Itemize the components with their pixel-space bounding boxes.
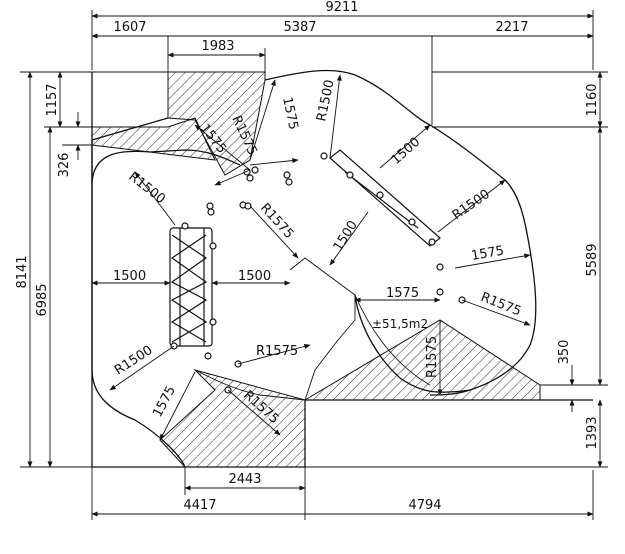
right-dimensions: 1160 5589 350 1393	[305, 71, 608, 468]
inner-boundary-lower-left	[194, 369, 306, 401]
dim-6985: 6985	[35, 283, 50, 316]
hatch-bottom-left	[159, 369, 306, 468]
dim-1983: 1983	[201, 39, 234, 54]
dim-326: 326	[57, 153, 72, 178]
label-r1500-right: R1500	[450, 187, 493, 223]
label-1500-mid: 1500	[331, 218, 361, 254]
label-1575-right: 1575	[470, 243, 505, 264]
bridge-structure	[320, 149, 441, 247]
dim-1157: 1157	[45, 83, 60, 116]
label-r1575-bottom: R1575	[256, 344, 298, 359]
dim-4417: 4417	[183, 498, 216, 513]
label-r1575-right: R1575	[479, 290, 524, 320]
dim-5589: 5589	[585, 243, 600, 276]
label-1575-top-right: 1575	[279, 96, 301, 131]
dim-4794: 4794	[408, 498, 441, 513]
label-r1575-vertical: R1575	[425, 336, 440, 378]
inner-boundary-right-arc	[354, 294, 431, 386]
safety-zone-outline	[91, 69, 537, 468]
label-r1500-bottom-left: R1500	[112, 343, 155, 379]
radius-lines	[91, 74, 531, 441]
bottom-dimensions: 2443 4417 4794	[91, 467, 594, 520]
label-1575-bottom-left: 1575	[150, 384, 179, 420]
label-1500-left: 1500	[113, 269, 146, 284]
label-r1500-top: R1500	[314, 79, 337, 123]
dim-total-width: 9211	[325, 0, 358, 15]
dim-350: 350	[557, 340, 572, 365]
hatch-bottom-right	[303, 319, 541, 401]
label-r1575-mid: R1575	[257, 201, 296, 242]
dim-1393: 1393	[585, 416, 600, 449]
label-r1500-left: R1500	[126, 169, 168, 207]
hatch-left-wedge	[91, 117, 216, 161]
dim-1160: 1160	[585, 83, 600, 116]
label-1500-center: 1500	[238, 269, 271, 284]
label-1500-top-right: 1500	[389, 135, 424, 168]
label-1575-center: 1575	[386, 286, 419, 301]
dim-2443: 2443	[228, 472, 261, 487]
dim-8141: 8141	[15, 255, 30, 288]
dim-5387: 5387	[283, 20, 316, 35]
dim-1607: 1607	[113, 20, 146, 35]
top-dimensions: 9211 1607 5387 2217 1983	[91, 0, 594, 125]
ladder-structure	[169, 222, 217, 350]
inner-boundary-center	[289, 257, 356, 401]
label-area: ±51,5m2	[372, 317, 428, 331]
dim-2217: 2217	[495, 20, 528, 35]
hatch-top-block	[167, 71, 266, 176]
left-dimensions: 8141 6985 1157 326	[15, 71, 168, 468]
